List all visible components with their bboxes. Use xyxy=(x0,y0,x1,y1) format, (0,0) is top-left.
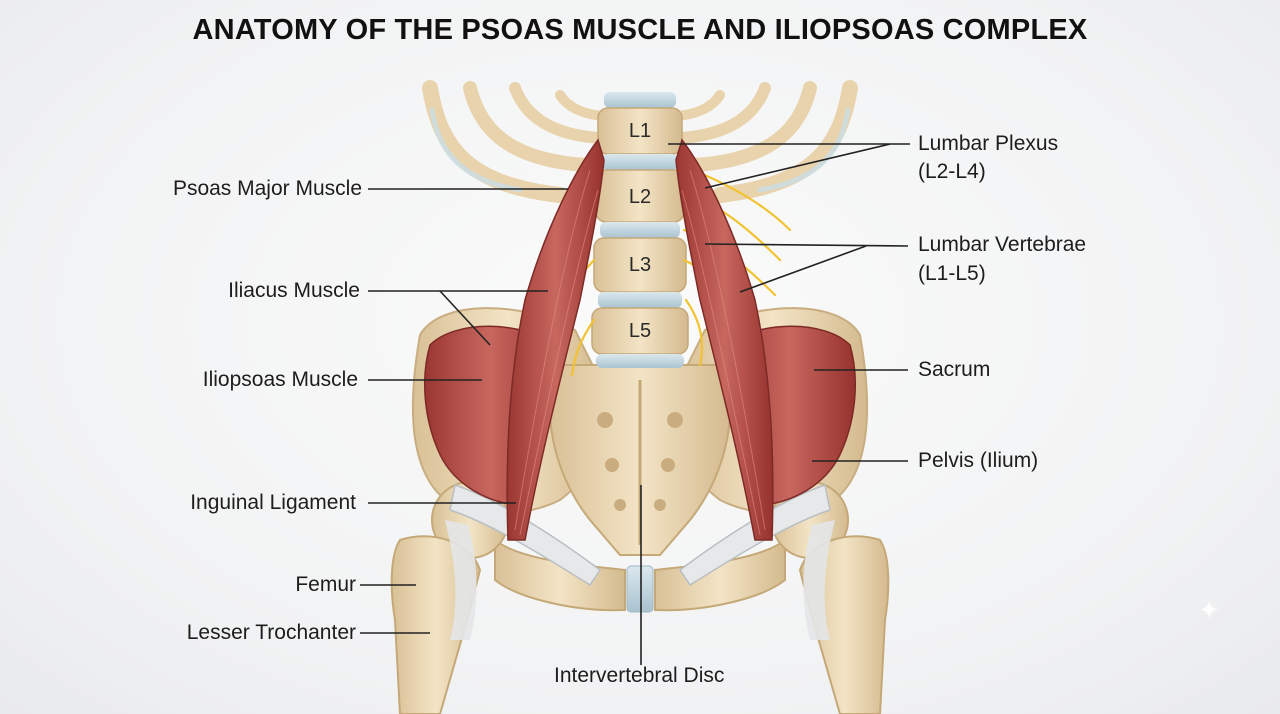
label-lumbar-plexus: Lumbar Plexus xyxy=(918,132,1059,155)
vertebra-label-l2: L2 xyxy=(628,186,652,208)
page-title: ANATOMY OF THE PSOAS MUSCLE AND ILIOPSOA… xyxy=(192,14,1088,46)
leader-lines xyxy=(360,143,910,665)
vertebra-label-l1: L1 xyxy=(628,120,652,142)
psoas-major-muscles xyxy=(506,138,774,541)
label-lumbar-plexus-levels: (L2-L4) xyxy=(918,160,986,183)
sparkle-icon: ✦ xyxy=(1198,595,1220,625)
label-lumbar-vertebrae: Lumbar Vertebrae xyxy=(918,233,1087,256)
label-intervertebral-disc: Intervertebral Disc xyxy=(554,664,725,687)
label-psoas-major: Psoas Major Muscle xyxy=(172,177,362,200)
sacrum xyxy=(549,364,731,556)
label-iliopsoas: Iliopsoas Muscle xyxy=(202,368,358,391)
pubic-bones xyxy=(494,537,786,613)
label-lesser-trochanter: Lesser Trochanter xyxy=(186,621,356,644)
vertebra-label-l3: L3 xyxy=(628,254,652,276)
lumbar-spine xyxy=(591,92,689,368)
label-sacrum: Sacrum xyxy=(918,358,991,381)
label-pelvis-ilium: Pelvis (Ilium) xyxy=(918,449,1039,472)
label-iliacus: Iliacus Muscle xyxy=(228,279,360,302)
ribcage xyxy=(422,80,858,203)
label-inguinal-ligament: Inguinal Ligament xyxy=(190,491,356,514)
vertebra-label-l5: L5 xyxy=(628,320,652,342)
label-femur: Femur xyxy=(295,573,356,596)
label-lumbar-vertebrae-levels: (L1-L5) xyxy=(918,262,986,285)
